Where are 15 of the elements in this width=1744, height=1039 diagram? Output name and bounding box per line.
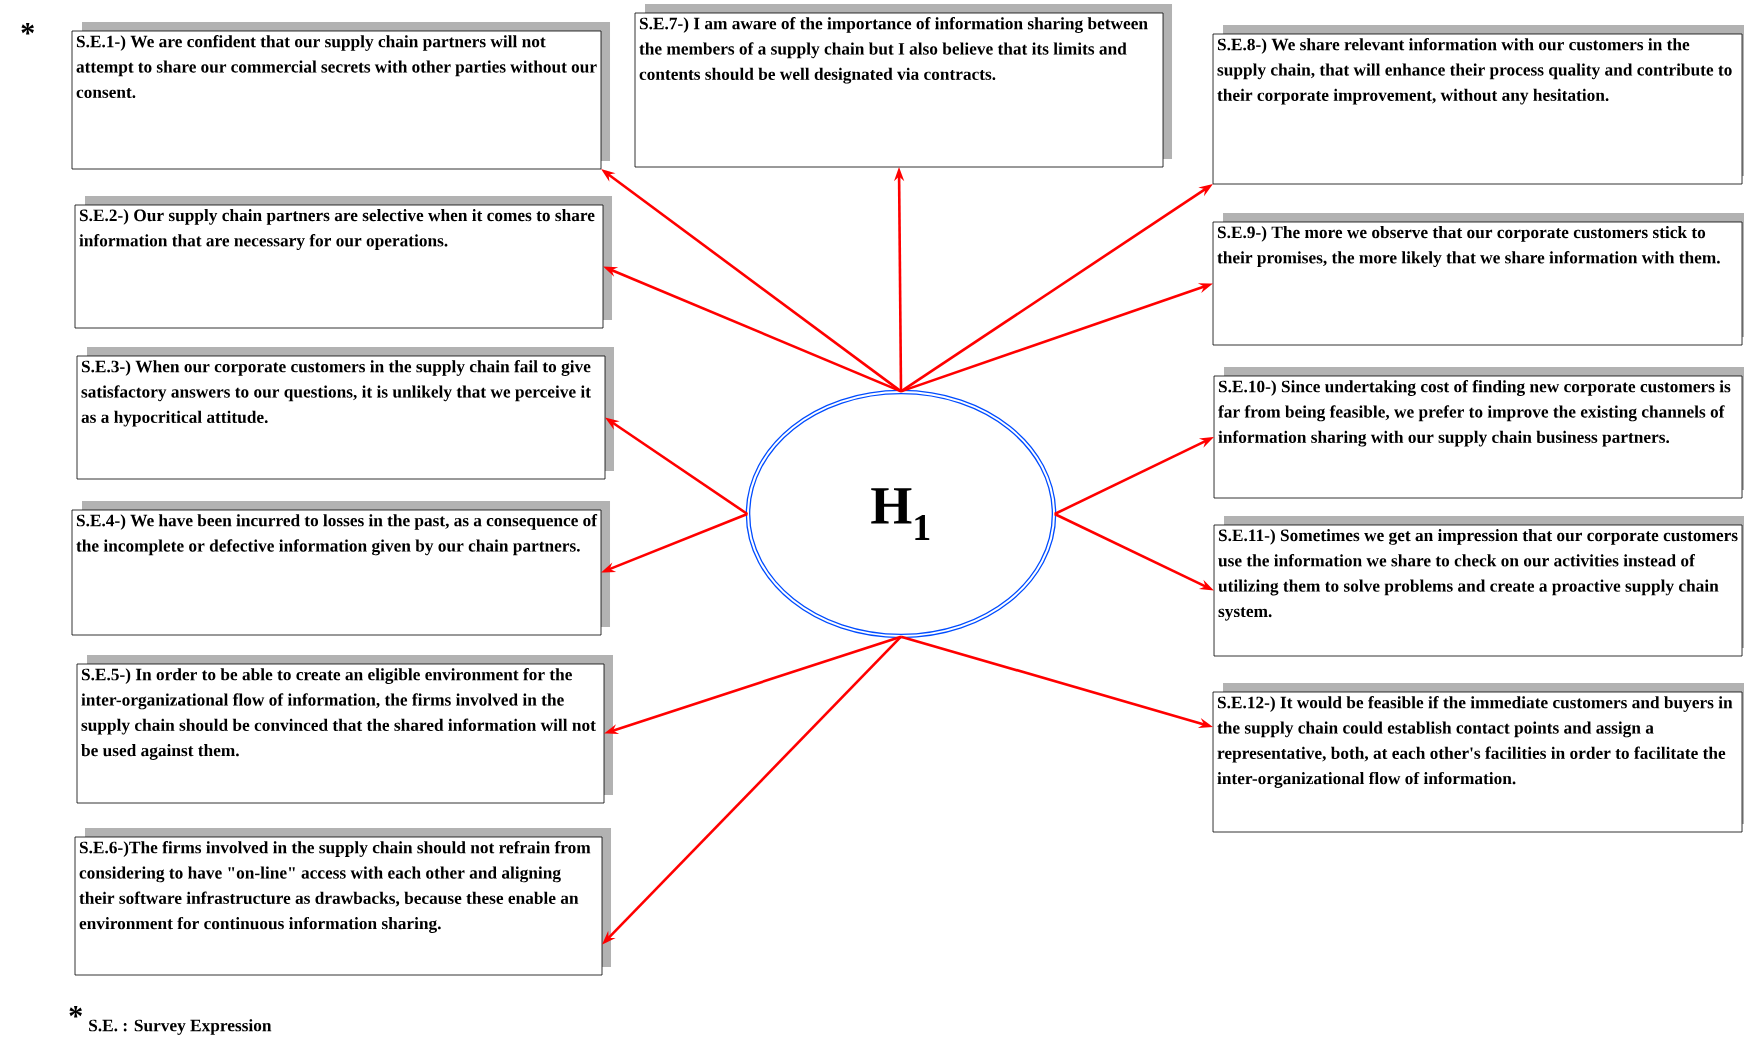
statement-box: S.E.10-) Since undertaking cost of finding new corporate customers is far from being feasible, we prefer to improve the existing channels of information sharing with our supply chain business partners. (1213, 367, 1744, 499)
statement-box: S.E.6-)The firms involved in the supply chain should not refrain from considering to have "on-line" access with each other and aligning their software infrastructure as drawbacks, because these enable an environment for continuous information sharing. (74, 828, 611, 976)
asterisk: * (69, 1006, 82, 1018)
statement-box: S.E.8-) We share relevant information with our customers in the supply chain, that will enhance their process quality and contribute to their corporate improvement, without any hesitation. (1212, 25, 1744, 185)
statement-box: S.E.1-) We are confident that our supply chain partners will not attempt to share our commercial secrets with other parties without our consent. (71, 22, 610, 170)
statement-box: S.E.3-) When our corporate customers in the supply chain fail to give satisfactory answers to our questions, it is unlikely that we perceive it as a hypocritical attitude. (76, 347, 614, 480)
statement-box: S.E.4-) We have been incurred to losses in the past, as a consequence of the incomplete or defective information given by our chain partners. (71, 501, 610, 636)
statement-box: S.E.11-) Sometimes we get an impression that our corporate customers use the information we share to check on our activities instead of utilizing them to solve problems and create a proactive supply chain system. (1213, 516, 1744, 657)
statement-box: S.E.7-) I am aware of the importance of information sharing between the members of a supply chain but I also believe that its limits and contents should be well designated via contracts. (634, 4, 1172, 168)
statement-box: S.E.12-) It would be feasible if the immediate customers and buyers in the supply chain could establish contact points and assign a representative, both, at each other's facilities in order to facilitate the inter-organizational flow of information. (1212, 683, 1744, 833)
statement-box: S.E.2-) Our supply chain partners are selective when it comes to share information that are necessary for our operations. (74, 196, 612, 329)
statement-box: S.E.5-) In order to be able to create an eligible environment for the inter-organizational flow of information, the firms involved in the supply chain should be convinced that the shared information will not be used against them. (76, 655, 613, 804)
statement-box: S.E.9-) The more we observe that our corporate customers stick to their promises, the more likely that we share information with them. (1212, 213, 1744, 346)
asterisk: * (21, 23, 34, 35)
footnote: S.E. : Survey Expression (89, 1019, 272, 1035)
